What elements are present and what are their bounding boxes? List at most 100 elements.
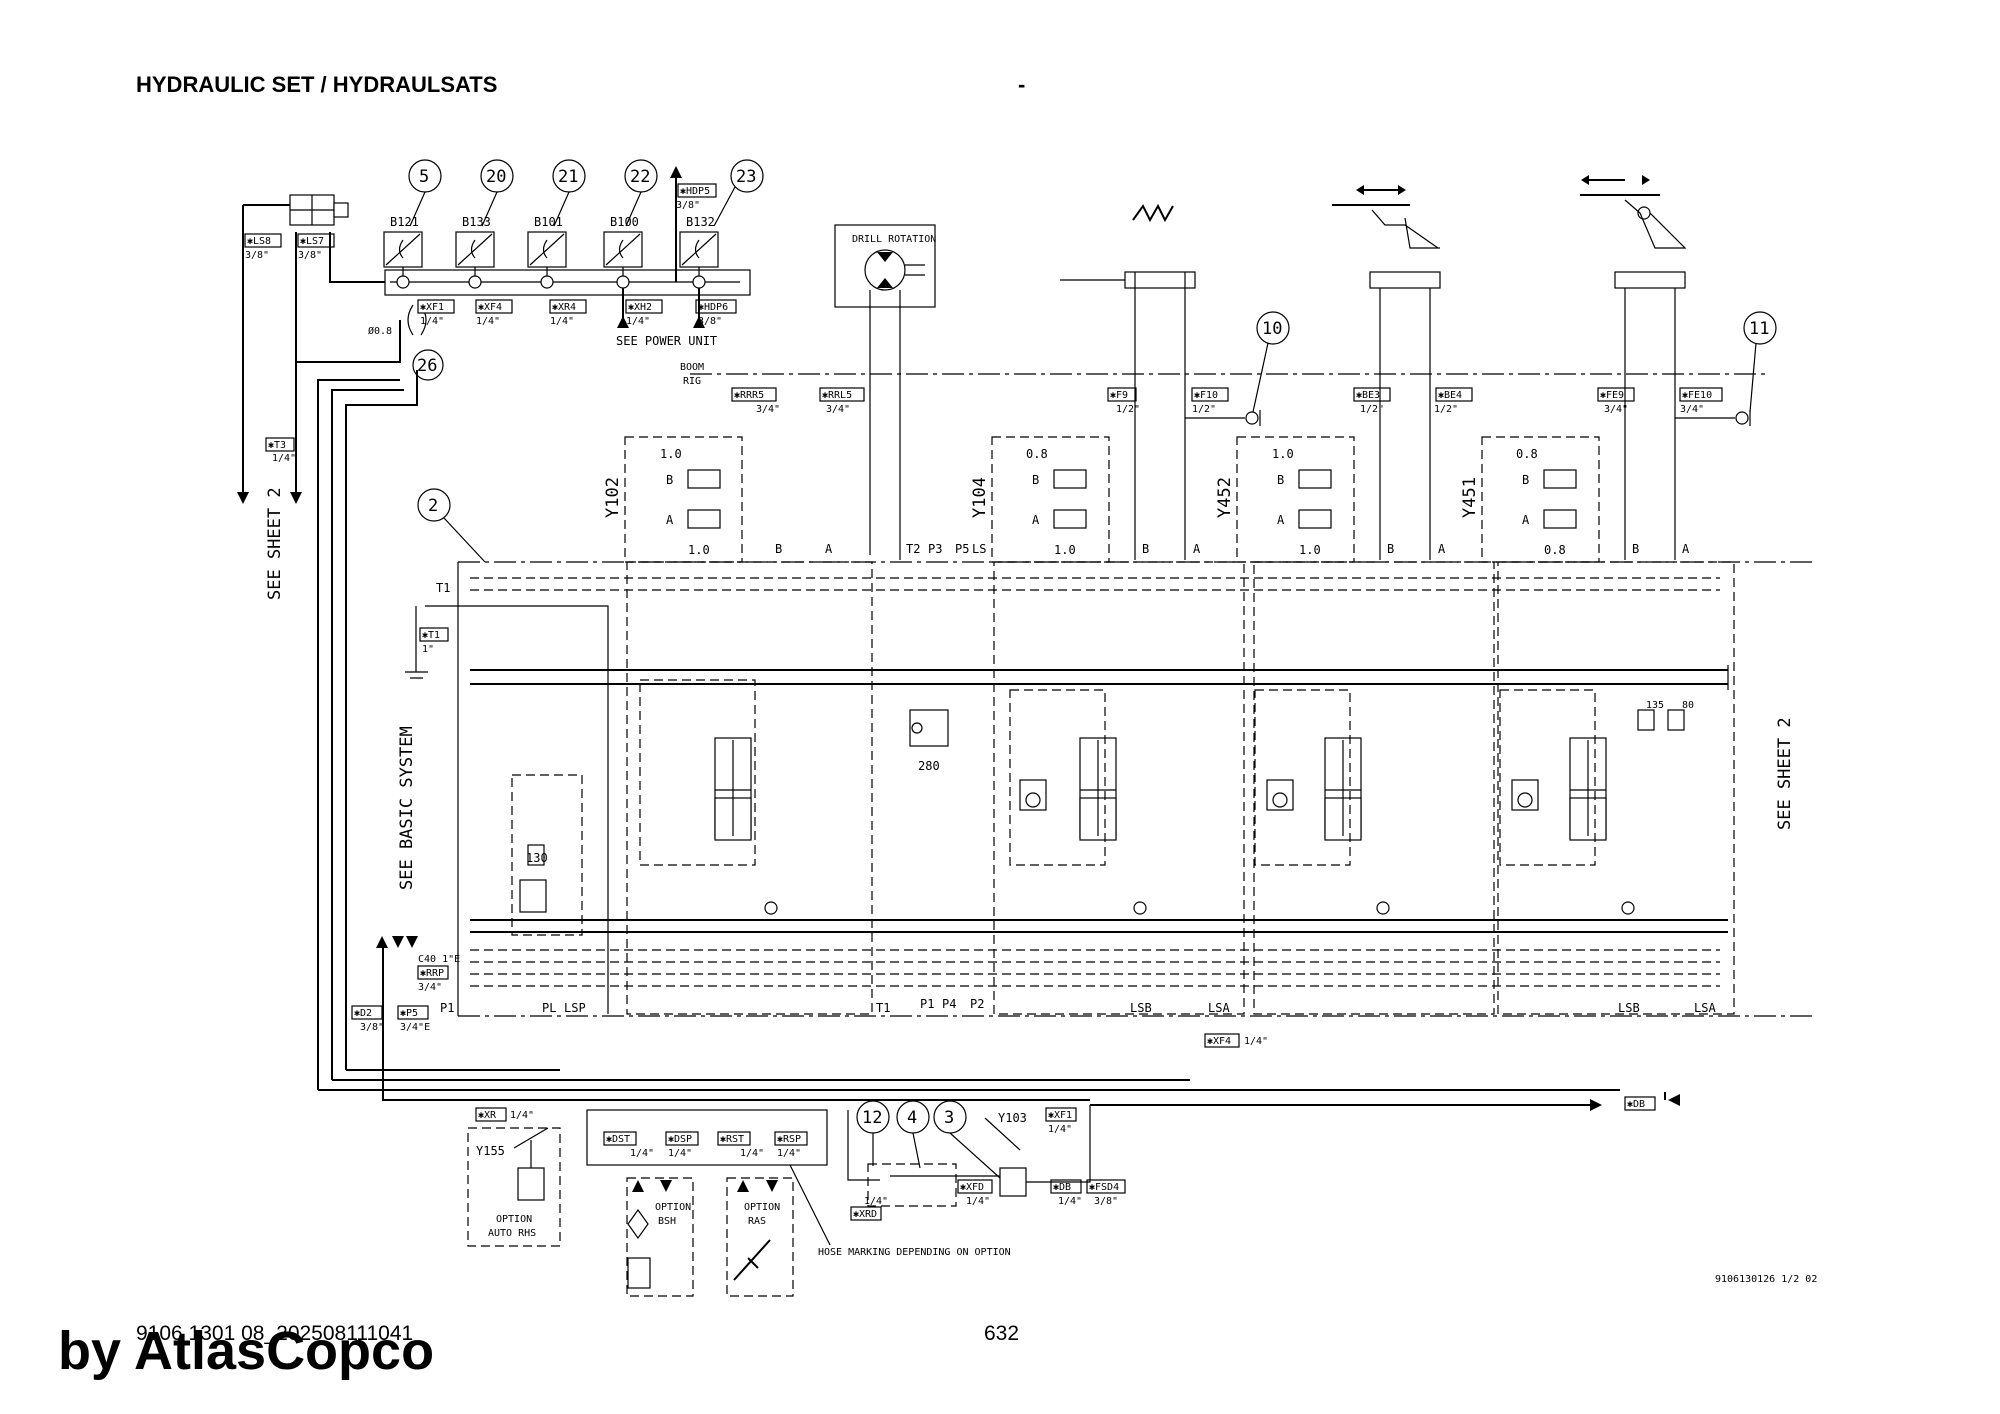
bottom-circuit: ✱XF4 1/4" ✱DB ✱XR 1/4" Y155 OPTION AUTO … (318, 945, 1680, 1297)
orifice-value: 1.0 (688, 543, 710, 557)
port-size: 1/2" (1434, 404, 1458, 415)
port-tag: ✱RRL5 (822, 390, 852, 401)
port-tag: ✱RRP (420, 968, 444, 979)
port-letter: B (1277, 473, 1284, 487)
port-letter: LSP (564, 1001, 586, 1015)
port-letter: A (666, 513, 674, 527)
port-tag: ✱DB (1627, 1099, 1645, 1110)
port-tag: ✱XH2 (628, 302, 652, 313)
port-tag: ✱BE3 (1356, 390, 1380, 401)
port-size: 3/8" (1094, 1196, 1118, 1207)
port-size: 1/4" (550, 316, 574, 327)
port-tag: ✱XF4 (1207, 1036, 1231, 1047)
port-tag: ✱LS7 (300, 236, 324, 247)
port-size: 3/8" (698, 316, 722, 327)
port-letter: LSA (1694, 1001, 1716, 1015)
port-size: 1" (422, 644, 434, 655)
boom-label: BOOM (680, 362, 704, 373)
sensor-label: B133 (462, 215, 491, 229)
port-tag: ✱XF1 (420, 302, 444, 313)
boom-ports: ✱RRR5 3/4" ✱RRL5 3/4" ✱F9 1/2" ✱F10 1/2"… (731, 387, 1723, 415)
port-size: 1/4" (476, 316, 500, 327)
option-label: RAS (748, 1216, 766, 1227)
relief-setting: 80 (1682, 700, 1694, 711)
port-tag: ✱T3 (268, 440, 286, 451)
manifold-labels: T2 P3 P5 LS T1 ✱T1 1" 280 SEE BASIC SYST… (351, 542, 1795, 1033)
port-size: 1/4" (777, 1148, 801, 1159)
port-size: 1/4" (510, 1110, 534, 1121)
port-size: 1/4" (966, 1196, 990, 1207)
valve-section-Y104: 0.8 1.0 B A Y104 B A (970, 436, 1245, 1015)
port-size: 1/4" (630, 1148, 654, 1159)
manifold-block (457, 561, 1812, 1017)
port-letter: B (775, 542, 782, 556)
sensor-label: B100 (610, 215, 639, 229)
balloon-number: 26 (417, 356, 437, 376)
port-letter: A (1682, 542, 1690, 556)
port-tag: ✱XFD (960, 1182, 984, 1193)
see-sheet-2-right: SEE SHEET 2 (1775, 717, 1795, 830)
port-tag: ✱RRR5 (734, 390, 764, 401)
balloon-number: 12 (862, 1108, 882, 1128)
port-letter: P2 (970, 997, 984, 1011)
port-tag: ✱LS8 (247, 236, 271, 247)
rig-label: RIG (683, 376, 701, 387)
port-size: 1/4" (740, 1148, 764, 1159)
relief-setting: 135 (1646, 700, 1664, 711)
port-letter: P1 (920, 997, 934, 1011)
port-tag: ✱T1 (422, 630, 440, 641)
port-size: 1/2" (1192, 404, 1216, 415)
option-label: AUTO RHS (488, 1228, 536, 1239)
balloon-number: 11 (1749, 319, 1769, 339)
port-size: 1/4" (1244, 1036, 1268, 1047)
drill-rotation-motor: DRILL ROTATION (834, 224, 936, 560)
see-power-unit-label: SEE POWER UNIT (616, 334, 717, 348)
balloon-number: 23 (736, 167, 756, 187)
port-size: 3/4" (418, 982, 442, 993)
left-lines: ✱LS8 3/8" ✱LS7 3/8" ✱T3 1/4" SEE SHEET 2 (237, 194, 418, 1090)
balloon-group: 10 11 (1185, 311, 1777, 426)
port-letter: B (1142, 542, 1149, 556)
sensor-B121 (383, 231, 423, 289)
valve-label: Y451 (1460, 477, 1480, 518)
port-size: 3/4"E (400, 1022, 430, 1033)
valve-section-Y452: 1.0 1.0 B A Y452 B A (1215, 436, 1495, 1015)
balloon-number: 10 (1262, 319, 1282, 339)
hose-marking-note: HOSE MARKING DEPENDING ON OPTION (818, 1247, 1011, 1258)
c40-label: C40 1"E (418, 954, 460, 965)
port-tag: ✱HDP5 (680, 186, 710, 197)
orifice-value: 1.0 (660, 447, 682, 461)
see-sheet-2-left: SEE SHEET 2 (265, 487, 285, 600)
document-number: 9106130126 1/2 02 (1715, 1274, 1817, 1285)
port-tag: ✱F9 (1110, 390, 1128, 401)
port-size: 3/8" (360, 1022, 384, 1033)
port-size: 3/4" (826, 404, 850, 415)
balloon-number: 5 (419, 167, 429, 187)
port-letter: P3 (928, 542, 942, 556)
option-label: BSH (658, 1216, 676, 1227)
orifice-value: 1.0 (1272, 447, 1294, 461)
port-size: 1/4" (668, 1148, 692, 1159)
port-letter: A (825, 542, 833, 556)
sensor-label: B121 (390, 215, 419, 229)
orifice-value: 0.8 (1026, 447, 1048, 461)
port-letter: B (666, 473, 673, 487)
port-letter: B (1387, 542, 1394, 556)
watermark: by AtlasCopco (58, 1321, 435, 1381)
port-size: 3/4" (756, 404, 780, 415)
port-letter: A (1522, 513, 1530, 527)
valve-section-Y451: 0.8 0.8 B A Y451 135 80 B A (1460, 436, 1735, 1015)
port-tag: ✱XR (478, 1110, 497, 1121)
port-size: 1/4" (420, 316, 444, 327)
sensor-B133 (455, 231, 495, 289)
orifice-value: 1.0 (1299, 543, 1321, 557)
sensor-manifold: B121 B133 B101 B100 B132 (383, 215, 751, 296)
balloon-group: 5 20 21 22 23 26 Ø0.8 (368, 159, 764, 381)
port-tag: ✱XF1 (1048, 1110, 1072, 1121)
balloon-number: 4 (907, 1108, 917, 1128)
valve-sections: 1.0 1.0 B A Y102 B A 0.8 1.0 B A Y104 (603, 436, 1735, 1015)
port-tag: ✱RST (720, 1134, 744, 1145)
valve-label: Y102 (603, 477, 623, 518)
port-tag: ✱P5 (400, 1008, 418, 1019)
